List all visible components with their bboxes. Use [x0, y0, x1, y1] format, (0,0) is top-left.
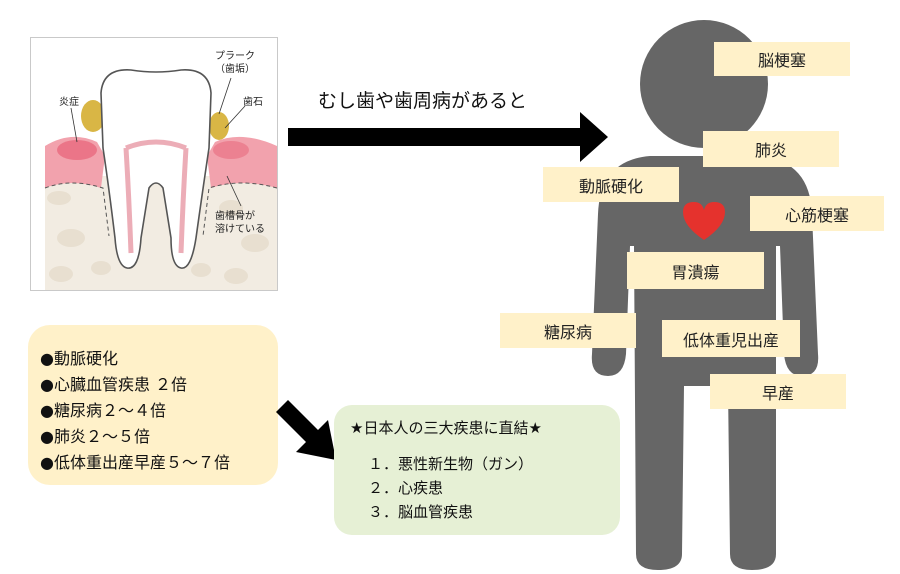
root-canal	[123, 139, 189, 254]
inflammation-spot	[57, 140, 97, 160]
label-premature-birth: 早産	[710, 374, 846, 409]
risk-item: ●動脈硬化	[40, 349, 118, 368]
risk-item: ●肺炎２～５倍	[40, 427, 150, 446]
inflammation-spot-right	[213, 141, 249, 159]
risk-box: ●動脈硬化 ●心臓血管疾患 ２倍 ●糖尿病２～４倍 ●肺炎２～５倍 ●低体重出産…	[28, 325, 278, 485]
leader-inflammation	[70, 107, 78, 143]
leader-tartar	[224, 105, 246, 129]
label-pneumonia: 肺炎	[703, 131, 839, 167]
label-stroke: 脳梗塞	[714, 42, 850, 76]
tartar-label: 歯石	[243, 97, 263, 108]
leader-bone-loss	[226, 175, 242, 207]
leader-plaque	[218, 77, 232, 115]
bone-line-right	[202, 182, 277, 237]
main-arrow	[288, 112, 608, 162]
human-figure	[591, 20, 819, 570]
tooth-illustration: プラーク （歯垢） 炎症 歯石 歯槽骨が 溶けている	[30, 37, 278, 291]
body-silhouette	[591, 20, 819, 570]
risk-item: ●低体重出産早産５～７倍	[40, 453, 230, 472]
label-diabetes: 糖尿病	[500, 313, 636, 348]
arrow-shape	[288, 112, 608, 162]
label-gastric-ulcer: 胃潰瘍	[627, 252, 764, 289]
label-myocardial-infarction: 心筋梗塞	[750, 196, 884, 231]
summary-box: ★日本人の三大疾患に直結★ １．悪性新生物（ガン） ２．心疾患 ３．脳血管疾患	[334, 405, 620, 535]
tooth-diagram	[44, 69, 277, 290]
label-arteriosclerosis: 動脈硬化	[543, 167, 679, 202]
inflammation-label: 炎症	[59, 97, 79, 108]
arrow-caption: むし歯や歯周病があると	[318, 90, 528, 112]
head	[640, 20, 768, 148]
plaque	[81, 100, 105, 132]
summary-title: ★日本人の三大疾患に直結★	[350, 419, 542, 437]
diagonal-arrow-shape	[276, 400, 336, 460]
summary-item: ２．心疾患	[368, 479, 444, 497]
risk-item: ●心臓血管疾患 ２倍	[40, 375, 188, 394]
summary-item: ３．脳血管疾患	[368, 503, 474, 521]
bone-loss-label: 歯槽骨が 溶けている	[215, 211, 265, 235]
bone-line-left	[44, 182, 110, 237]
heart-icon	[683, 202, 725, 240]
label-low-birth-weight: 低体重児出産	[662, 320, 800, 357]
risk-item: ●糖尿病２～４倍	[40, 401, 166, 420]
tartar	[209, 112, 229, 140]
plaque-label: プラーク （歯垢）	[215, 51, 255, 75]
summary-item: １．悪性新生物（ガン）	[368, 455, 534, 473]
bone-texture	[47, 191, 269, 284]
diagonal-arrow	[276, 400, 336, 460]
